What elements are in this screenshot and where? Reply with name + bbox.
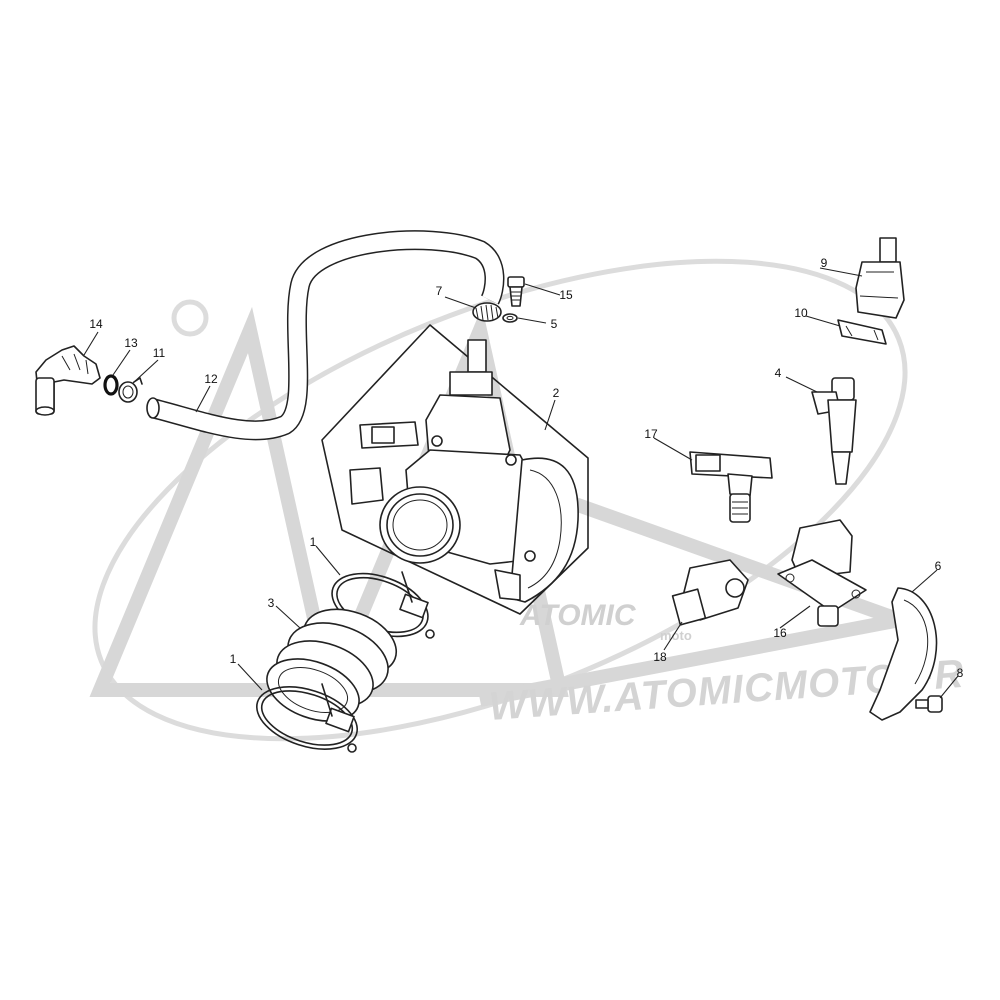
screw xyxy=(915,695,943,713)
callout-2: 2 xyxy=(553,386,560,400)
intake-rubber-joint xyxy=(266,608,398,722)
clamp-lower xyxy=(255,683,359,753)
map-sensor xyxy=(689,451,773,523)
throttle-body-assembly xyxy=(321,324,589,615)
bracket-clip xyxy=(837,319,887,345)
callout-14: 14 xyxy=(89,317,103,331)
callout-1-upper: 1 xyxy=(310,535,317,549)
washer xyxy=(502,313,518,323)
callout-17: 17 xyxy=(644,427,658,441)
callout-7: 7 xyxy=(436,284,443,298)
watermark-orbit-dot xyxy=(171,299,209,337)
hose-clamp xyxy=(472,302,502,322)
breather-hose xyxy=(146,230,505,441)
callout-15: 15 xyxy=(559,288,573,302)
o-ring xyxy=(103,374,119,396)
callout-11: 11 xyxy=(153,346,166,360)
callout-10: 10 xyxy=(794,306,808,320)
callout-16: 16 xyxy=(773,626,787,640)
throttle-position-sensor xyxy=(671,559,749,626)
watermark-logo-sub: moto xyxy=(660,628,692,643)
idle-air-control-valve xyxy=(777,519,867,627)
cover-plate xyxy=(869,587,938,721)
watermark-letter-a xyxy=(89,306,339,697)
sensor-upper xyxy=(855,237,905,319)
watermark-logo: ATOMIC xyxy=(519,599,637,632)
callout-12: 12 xyxy=(204,372,218,386)
fuel-injector xyxy=(811,377,857,485)
callout-5: 5 xyxy=(551,317,558,331)
callout-13: 13 xyxy=(124,336,138,350)
callout-3: 3 xyxy=(268,596,275,610)
leader-lines xyxy=(83,267,959,699)
hose-clamp-small xyxy=(118,377,143,403)
callout-1-lower: 1 xyxy=(230,652,237,666)
callout-8: 8 xyxy=(957,666,964,680)
bolt-screw xyxy=(507,276,525,307)
callout-6: 6 xyxy=(935,559,942,573)
callout-9: 9 xyxy=(821,256,828,270)
callout-4: 4 xyxy=(775,366,782,380)
elbow-fitting xyxy=(35,345,101,416)
callout-18: 18 xyxy=(653,650,667,664)
callout-labels: 14 13 11 12 7 15 5 2 9 10 4 17 6 8 16 18… xyxy=(89,256,963,680)
